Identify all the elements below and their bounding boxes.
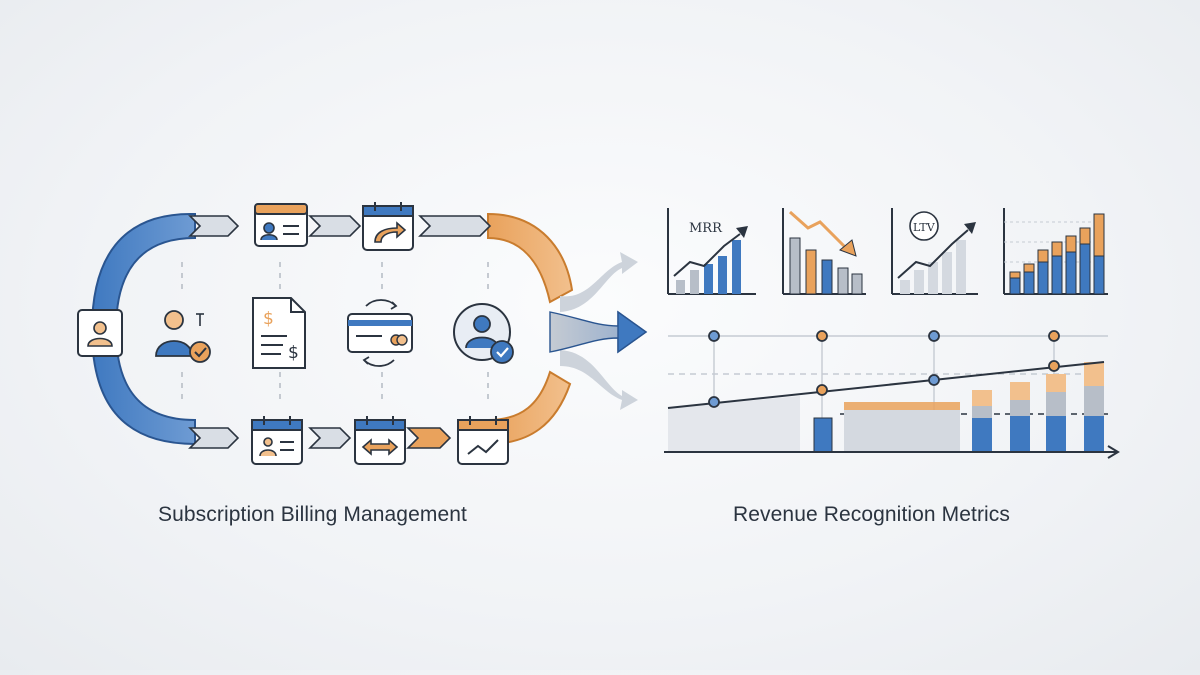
profile-card-icon (251, 416, 303, 465)
calendar-exchange-icon (354, 416, 406, 465)
user-check-icon (155, 310, 211, 363)
svg-text:$: $ (263, 309, 274, 329)
upper-merge-arrow (560, 252, 638, 312)
caption-revenue-recognition: Revenue Recognition Metrics (733, 503, 1011, 526)
user-card-icon (77, 309, 123, 357)
revenue-timeline (664, 330, 1120, 459)
mrr-chart-icon: MRR (667, 208, 756, 295)
invoice-icon: $ $ (252, 297, 306, 369)
declining-chart-icon (782, 208, 866, 295)
user-approved-icon (453, 303, 514, 364)
stacked-bar-chart-icon (1003, 208, 1108, 295)
calendar-renew-icon (362, 202, 414, 251)
dashed-connectors (181, 262, 489, 400)
browser-profile-icon (254, 203, 308, 247)
bottom-chevron-band (188, 427, 452, 449)
caption-subscription-billing: Subscription Billing Management (158, 503, 467, 526)
top-chevron-band (188, 215, 492, 237)
lower-merge-arrow (560, 350, 638, 410)
merge-arrows (549, 252, 648, 410)
loop-right-arc (487, 212, 574, 304)
mrr-label: MRR (689, 221, 723, 236)
calendar-trend-icon (457, 416, 509, 465)
credit-card-sync-icon (347, 299, 413, 367)
billing-loop: $ $ (77, 202, 574, 465)
ltv-label: LTV (913, 221, 936, 234)
svg-text:$: $ (288, 343, 299, 363)
ltv-chart-icon: LTV (891, 208, 978, 295)
